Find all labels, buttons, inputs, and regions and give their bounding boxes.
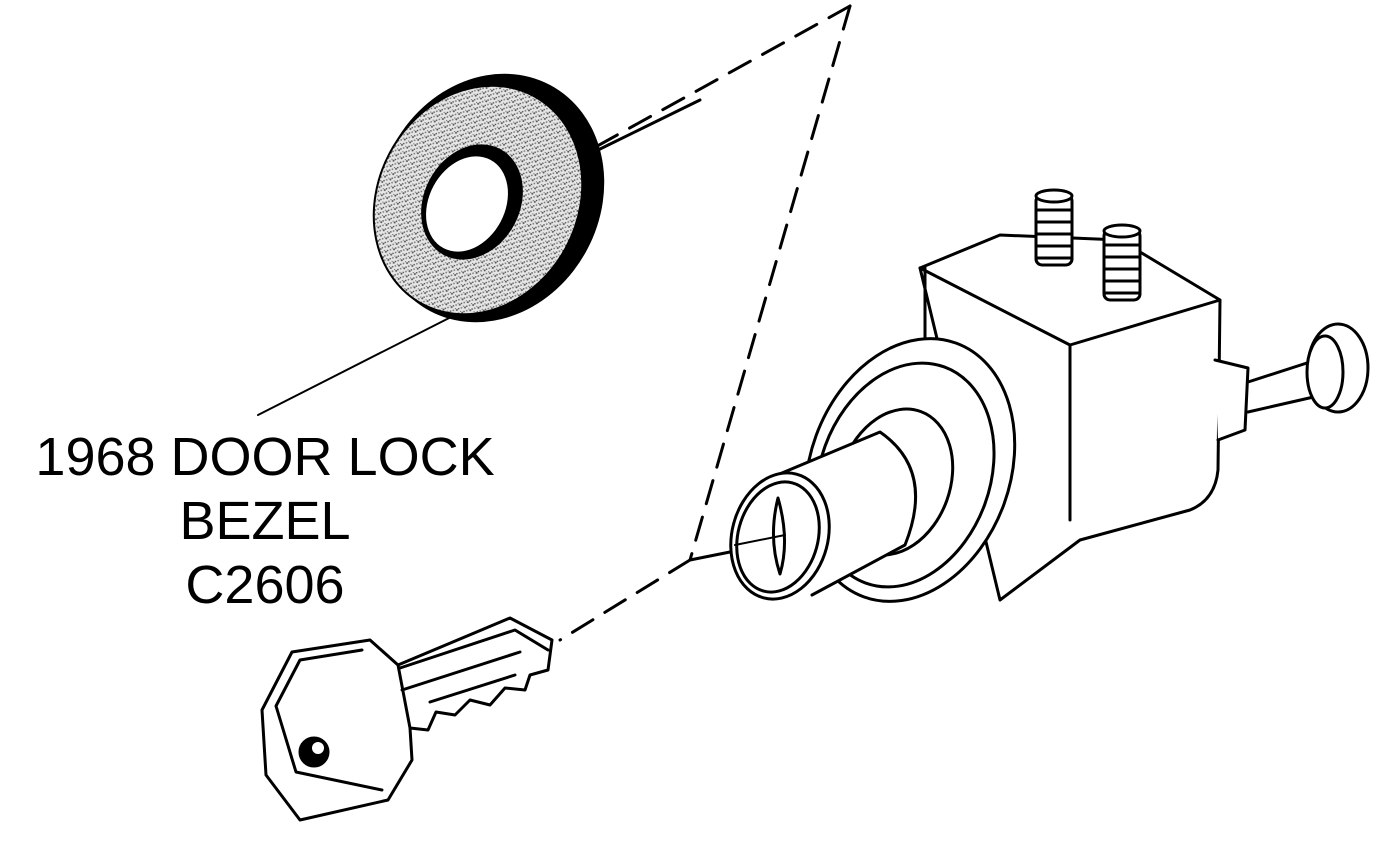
part-label-line-2: BEZEL bbox=[179, 491, 351, 551]
bezel-ring bbox=[372, 73, 702, 323]
key bbox=[260, 616, 554, 822]
leader-line bbox=[257, 314, 456, 416]
mounting-stud bbox=[1034, 188, 1074, 267]
mounting-stud bbox=[1102, 223, 1142, 302]
door-panel-outline bbox=[558, 4, 852, 642]
lock-cylinder bbox=[729, 188, 1370, 603]
part-label-line-3: C2606 bbox=[185, 555, 345, 615]
actuator-rod bbox=[1213, 322, 1370, 442]
part-label-line-1: 1968 DOOR LOCK bbox=[35, 427, 495, 487]
part-label: 1968 DOOR LOCK BEZEL C2606 bbox=[10, 425, 520, 617]
